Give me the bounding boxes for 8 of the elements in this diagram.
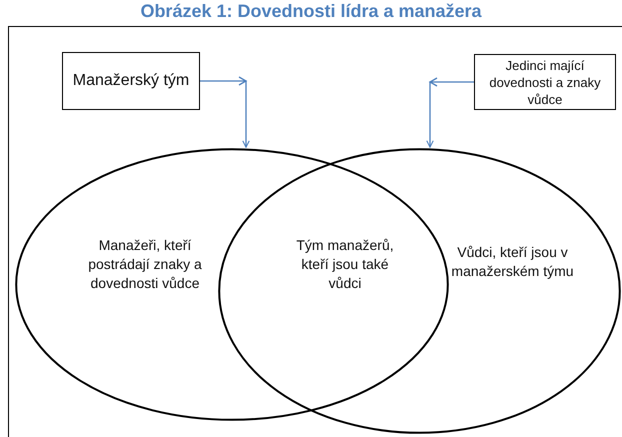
venn-ellipse	[15, 148, 449, 421]
figure-title: Obrázek 1: Dovednosti lídra a manažera	[139, 0, 483, 22]
venn-ellipse	[218, 148, 621, 434]
region-text: Vůdci, kteří jsou v manažerském týmu	[450, 243, 575, 281]
region-text: Tým manažerů, kteří jsou také vůdci	[285, 236, 405, 293]
text-box: Manažerský tým	[62, 52, 200, 110]
text-box: Jedinci mající dovednosti a znaky vůdce	[474, 54, 616, 110]
region-text: Manažeři, kteří postrádají znaky a dovednosti vůdce	[87, 236, 203, 293]
